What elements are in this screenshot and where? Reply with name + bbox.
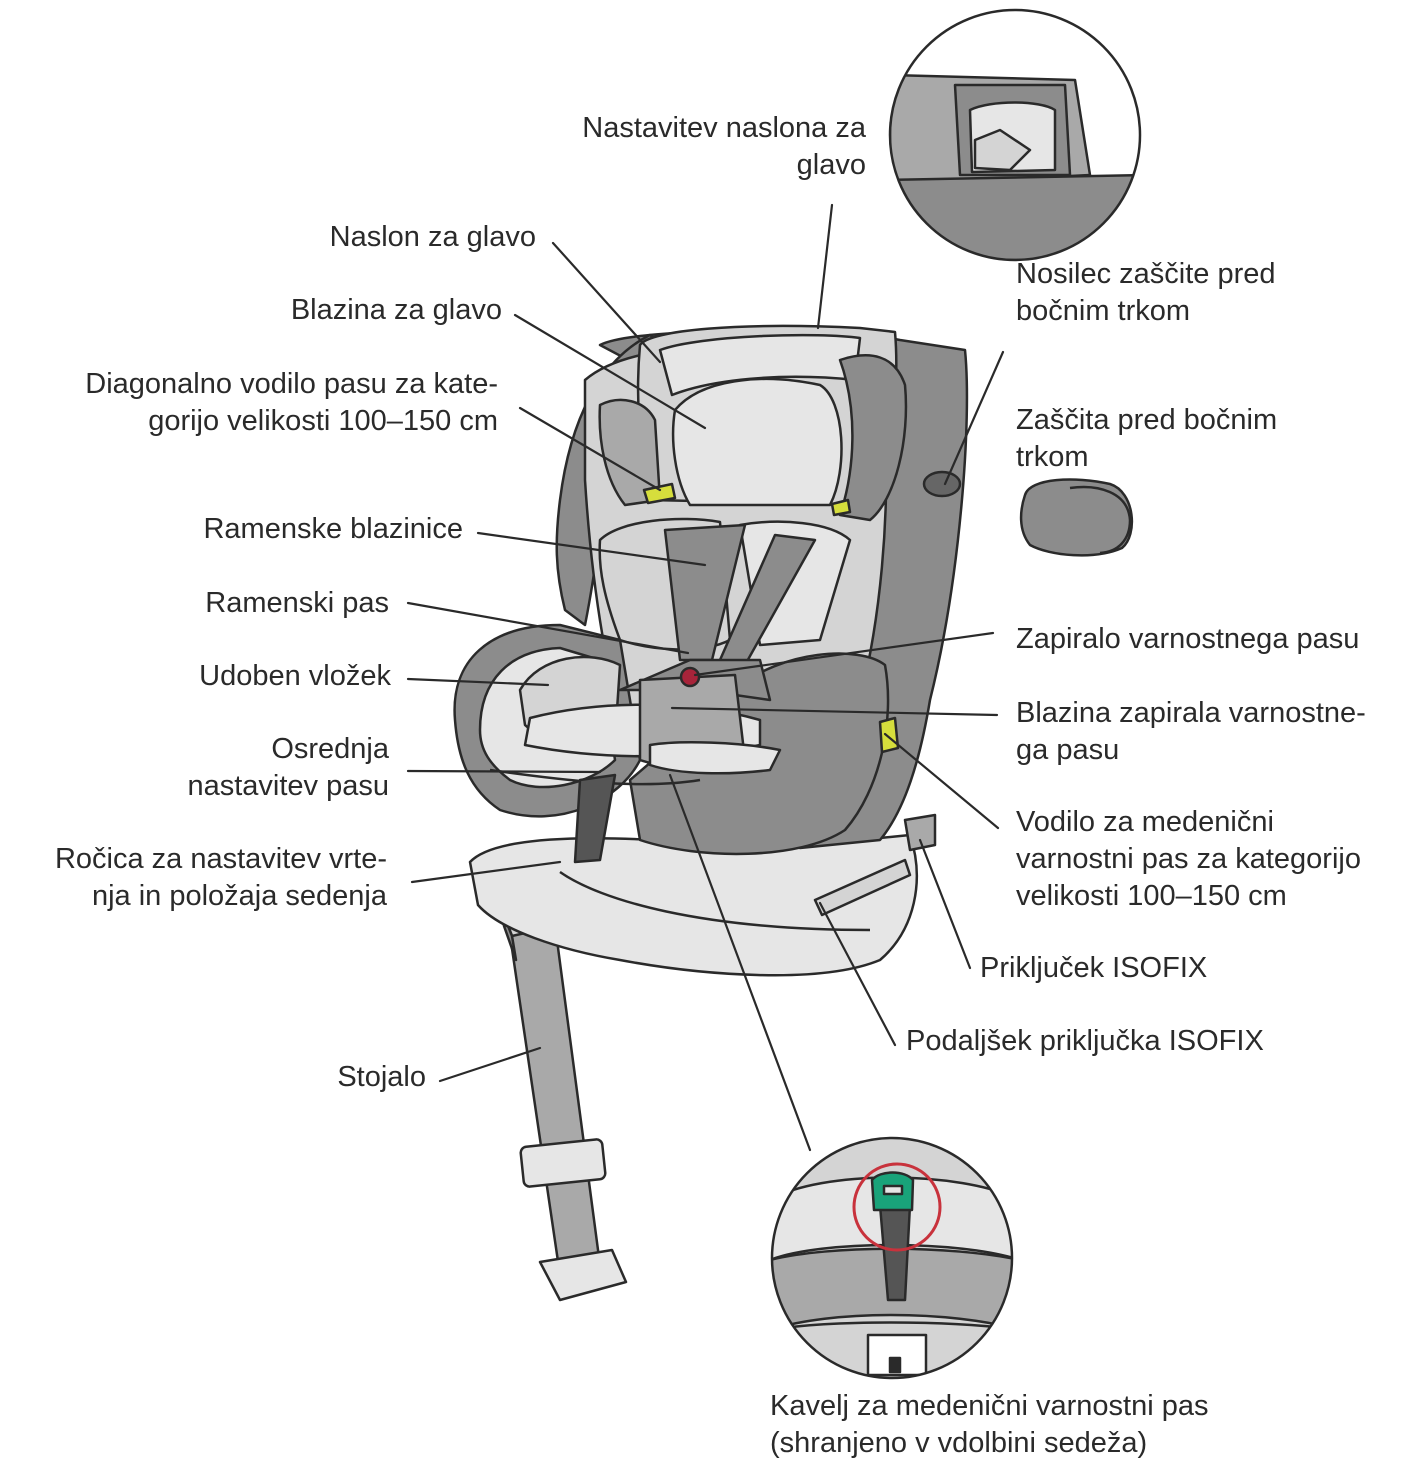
label-side-impact-protection: Zaščita pred bočnim trkom [1016, 404, 1278, 473]
label-headrest: Naslon za glavo [329, 221, 536, 253]
label-shoulder-pads: Ramenske blazinice [203, 513, 463, 545]
label-lap-hook: Kavelj za medenični varnostni pas (shran… [770, 1390, 1209, 1459]
headrest-adjust-detail [888, 8, 1142, 262]
label-shoulder-belt: Ramenski pas [205, 587, 389, 619]
label-rotation-lever: Ročica za nastavitev vrte- nja in položa… [54, 843, 387, 912]
label-buckle: Zapiralo varnostnega pasu [1016, 623, 1360, 655]
side-details [642, 470, 962, 754]
label-diagonal-guide: Diagonalno vodilo pasu za kate- gorijo v… [85, 368, 498, 437]
leader-lines [406, 203, 1005, 1152]
label-headrest-adjust: Nastavitev naslona za glavo [582, 112, 866, 181]
lap-hook-detail [770, 1136, 1014, 1380]
headrest [598, 324, 908, 522]
label-buckle-pad: Blazina zapirala varnostne- ga pasu [1016, 697, 1366, 766]
label-central-adjust: Osrednja nastavitev pasu [187, 733, 389, 802]
label-side-impact-holder: Nosilec zaščite pred bočnim trkom [1016, 258, 1276, 327]
harness [598, 517, 852, 775]
seat-base [468, 813, 937, 977]
label-support-leg: Stojalo [337, 1061, 426, 1093]
side-impact-protector [1019, 478, 1134, 557]
label-lap-guide: Vodilo za medenični varnostni pas za kat… [1016, 806, 1361, 912]
label-head-cushion: Blazina za glavo [290, 294, 502, 326]
label-isofix-extension: Podaljšek priključka ISOFIX [906, 1025, 1264, 1057]
label-isofix-connector: Priključek ISOFIX [980, 952, 1208, 984]
label-comfort-insert: Udoben vložek [199, 660, 391, 692]
